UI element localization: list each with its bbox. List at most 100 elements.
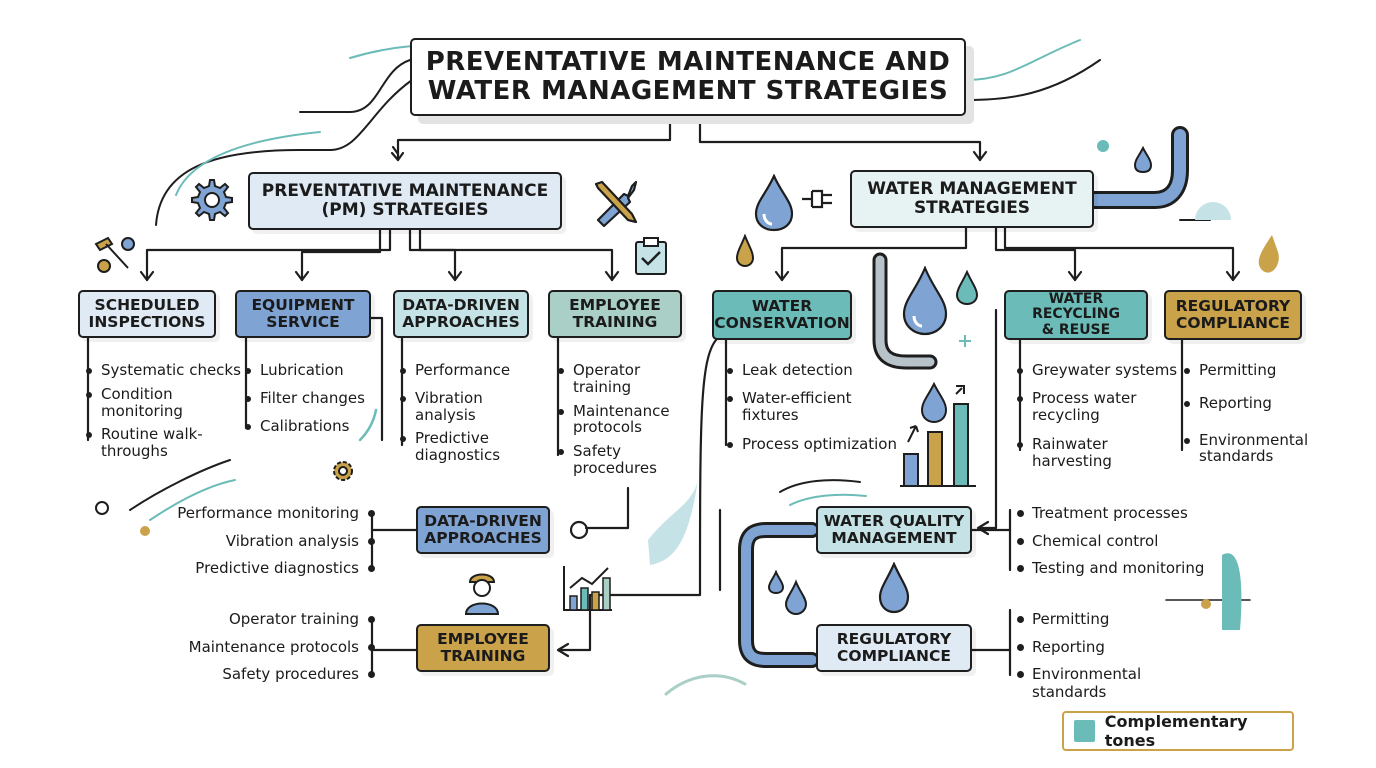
- water-quality-list: Treatment processes Chemical control Tes…: [1017, 504, 1218, 587]
- category-line2: SERVICE: [266, 313, 340, 331]
- category-line2: TRAINING: [572, 313, 658, 331]
- pm-heading-line1: PREVENTATIVE MAINTENANCE: [261, 180, 549, 201]
- category-line1: SCHEDULED: [94, 295, 200, 314]
- list-item: Performance: [400, 362, 536, 379]
- data-driven-list: Performance Vibration analysis Predictiv…: [400, 362, 536, 471]
- teal-drop-icon: [955, 270, 979, 306]
- list-item: Lubrication: [245, 362, 386, 379]
- category-line1: REGULATORY: [836, 629, 952, 648]
- legend: Complementary tones: [1062, 711, 1294, 751]
- list-item: Routine walk-throughs: [86, 426, 211, 460]
- worker-icon: [464, 573, 500, 615]
- list-item: Chemical control: [1017, 532, 1218, 560]
- list-item: Water-efficient fixtures: [727, 389, 862, 424]
- list-item: Operator training: [558, 362, 653, 396]
- lower-employee-training-list: Operator training Maintenance protocols …: [150, 610, 375, 693]
- category-line2: CONSERVATION: [714, 314, 850, 332]
- water-recycling-list: Greywater systems Process water recyclin…: [1017, 362, 1178, 477]
- growth-chart-icon: [563, 566, 612, 611]
- category-line1: EMPLOYEE: [437, 629, 529, 648]
- wm-heading-line2: STRATEGIES: [913, 198, 1031, 218]
- large-drop-icon: [902, 266, 948, 336]
- lower-data-driven-list: Performance monitoring Vibration analysi…: [150, 504, 375, 587]
- list-item: Rainwater harvesting: [1017, 436, 1122, 470]
- water-quality-management-box: WATER QUALITY MANAGEMENT: [816, 506, 972, 554]
- list-item: Reporting: [1017, 638, 1218, 666]
- category-line1: WATER: [751, 296, 813, 315]
- category-line1: WATER QUALITY: [823, 511, 965, 530]
- water-conservation-list: Leak detection Water-efficient fixtures …: [727, 362, 903, 460]
- regulatory-compliance-box: REGULATORY COMPLIANCE: [1164, 290, 1302, 340]
- list-item: Safety procedures: [150, 665, 375, 693]
- category-line2: APPROACHES: [402, 313, 520, 331]
- category-line2: MANAGEMENT: [831, 529, 957, 547]
- category-line1: DATA-DRIVEN: [424, 511, 542, 530]
- category-line2: TRAINING: [440, 647, 526, 665]
- list-item: Safety procedures: [558, 443, 673, 477]
- regulatory-compliance-list: Permitting Reporting Environmental stand…: [1184, 362, 1335, 472]
- hammer-gear-icon: [94, 236, 135, 273]
- list-item: Leak detection: [727, 362, 903, 379]
- lower-regulatory-compliance-box: REGULATORY COMPLIANCE: [816, 624, 972, 672]
- scheduled-inspections-box: SCHEDULED INSPECTIONS: [78, 290, 216, 338]
- clipboard-check-icon: [635, 237, 667, 275]
- plug-icon: [802, 189, 832, 209]
- lower-regulatory-list: Permitting Reporting Environmental stand…: [1017, 610, 1218, 701]
- employee-training-box: EMPLOYEE TRAINING: [548, 290, 682, 338]
- list-item: Performance monitoring: [150, 504, 375, 532]
- list-item: Filter changes: [245, 389, 386, 407]
- category-line2: COMPLIANCE: [837, 647, 951, 665]
- list-item: Permitting: [1017, 610, 1218, 638]
- list-item: Treatment processes: [1017, 504, 1218, 532]
- category-line2: APPROACHES: [424, 529, 542, 547]
- equipment-service-box: EQUIPMENT SERVICE: [235, 290, 371, 338]
- list-item: Testing and monitoring: [1017, 559, 1218, 587]
- water-drop-icon: [754, 174, 794, 232]
- small-gear-icon: [333, 461, 353, 481]
- list-item: Environmental standards: [1184, 431, 1309, 466]
- water-conservation-box: WATER CONSERVATION: [712, 290, 852, 340]
- list-item: Vibration analysis: [400, 389, 495, 424]
- list-item: Reporting: [1184, 394, 1335, 412]
- category-line1: EMPLOYEE: [569, 295, 661, 314]
- list-item: Vibration analysis: [150, 532, 375, 560]
- lower-employee-training-box: EMPLOYEE TRAINING: [416, 624, 550, 672]
- list-item: Calibrations: [245, 417, 386, 435]
- water-management-heading: WATER MANAGEMENT STRATEGIES: [850, 170, 1094, 228]
- employee-training-list: Operator training Maintenance protocols …: [558, 362, 694, 484]
- lower-data-driven-box: DATA-DRIVEN APPROACHES: [416, 506, 550, 554]
- pm-strategies-heading: PREVENTATIVE MAINTENANCE (PM) STRATEGIES: [248, 172, 562, 230]
- list-item: Greywater systems: [1017, 362, 1178, 379]
- category-line2: COMPLIANCE: [1176, 314, 1290, 332]
- small-drop-icon: [1133, 146, 1153, 174]
- list-item: Process optimization: [727, 436, 903, 453]
- drops-pair-icon: [767, 570, 808, 616]
- list-item: Systematic checks: [86, 362, 247, 379]
- category-line2: & REUSE: [1041, 321, 1111, 338]
- list-item: Maintenance protocols: [558, 402, 683, 437]
- main-title-line1: PREVENTATIVE MAINTENANCE AND: [425, 46, 951, 77]
- water-recycling-box: WATER RECYCLING & REUSE: [1004, 290, 1148, 340]
- category-line1: REGULATORY: [1175, 296, 1291, 315]
- water-growth-chart-icon: [900, 381, 976, 487]
- list-item: Condition monitoring: [86, 385, 211, 420]
- wm-heading-line1: WATER MANAGEMENT: [867, 178, 1077, 199]
- main-title: PREVENTATIVE MAINTENANCE AND WATER MANAG…: [410, 38, 966, 116]
- pm-heading-line2: (PM) STRATEGIES: [321, 200, 489, 220]
- data-driven-approaches-box: DATA-DRIVEN APPROACHES: [393, 290, 529, 338]
- wrench-screwdriver-icon: [594, 180, 638, 228]
- list-item: Process water recycling: [1017, 389, 1142, 424]
- category-line2: INSPECTIONS: [88, 313, 206, 331]
- gear-icon: [191, 179, 233, 221]
- category-line1: WATER RECYCLING: [1032, 290, 1120, 323]
- category-line1: EQUIPMENT: [251, 295, 355, 314]
- legend-label: Complementary tones: [1104, 712, 1248, 750]
- list-item: Environmental standards: [1017, 665, 1218, 701]
- sparkle-icon: [959, 335, 971, 347]
- list-item: Predictive diagnostics: [400, 430, 515, 464]
- list-item: Maintenance protocols: [150, 638, 375, 666]
- list-item: Operator training: [150, 610, 375, 638]
- list-item: Predictive diagnostics: [150, 559, 375, 587]
- scheduled-inspections-list: Systematic checks Condition monitoring R…: [86, 362, 247, 467]
